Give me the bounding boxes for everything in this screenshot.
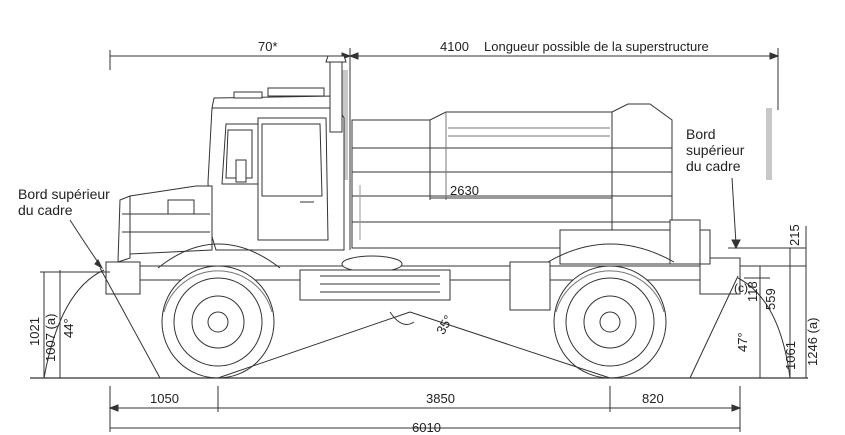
rear-wheel bbox=[553, 265, 667, 379]
dimension-rear-overhang-small: 118 bbox=[745, 281, 760, 302]
dimension-top-left: 70* bbox=[258, 39, 278, 54]
rear-frame-pointer bbox=[731, 177, 737, 245]
dimension-top-right-text: Longueur possible de la superstructure bbox=[484, 39, 709, 54]
dimension-rear-overhang: 820 bbox=[642, 391, 664, 406]
right-height-dimensions bbox=[744, 226, 807, 378]
angle-departure: 47° bbox=[735, 332, 750, 352]
dimension-front-overhang: 1050 bbox=[150, 391, 179, 406]
dimension-overall-length: 6010 bbox=[412, 420, 441, 435]
rear-frame-annotation: Bord supérieur du cadre bbox=[686, 126, 745, 174]
dimension-rear-height: 559 bbox=[763, 288, 778, 310]
left-height-dimensions bbox=[40, 270, 110, 378]
dimension-front-height-a: 1021 bbox=[27, 317, 42, 346]
dimension-rear-height-a: 1061 bbox=[783, 341, 798, 370]
angle-approach: 44° bbox=[61, 318, 76, 338]
dimension-rear-height-b: 1246 (a) bbox=[805, 317, 820, 366]
dimension-top-right-value: 4100 bbox=[440, 39, 469, 54]
chassis-frame bbox=[105, 219, 806, 311]
hood bbox=[117, 185, 213, 263]
angle-lines bbox=[43, 267, 791, 379]
tank-body bbox=[351, 103, 673, 249]
note-c: (c) bbox=[734, 281, 748, 295]
front-wheel-arch bbox=[157, 243, 281, 269]
dimension-wheelbase: 3850 bbox=[426, 391, 455, 406]
cab bbox=[207, 55, 347, 251]
rear-wheel-arch bbox=[547, 243, 675, 263]
front-frame-annotation: Bord supérieur du cadre bbox=[18, 186, 110, 218]
dimension-frame-rear-height: 215 bbox=[787, 224, 802, 246]
superstructure-end-marker bbox=[766, 108, 772, 180]
dimension-front-height-b: 1007 (a) bbox=[43, 313, 58, 362]
superstructure-start-marker bbox=[342, 70, 348, 180]
dimension-tank-length: 2630 bbox=[450, 183, 479, 198]
front-wheel bbox=[161, 265, 275, 379]
bottom-dimension-lines bbox=[108, 386, 742, 432]
